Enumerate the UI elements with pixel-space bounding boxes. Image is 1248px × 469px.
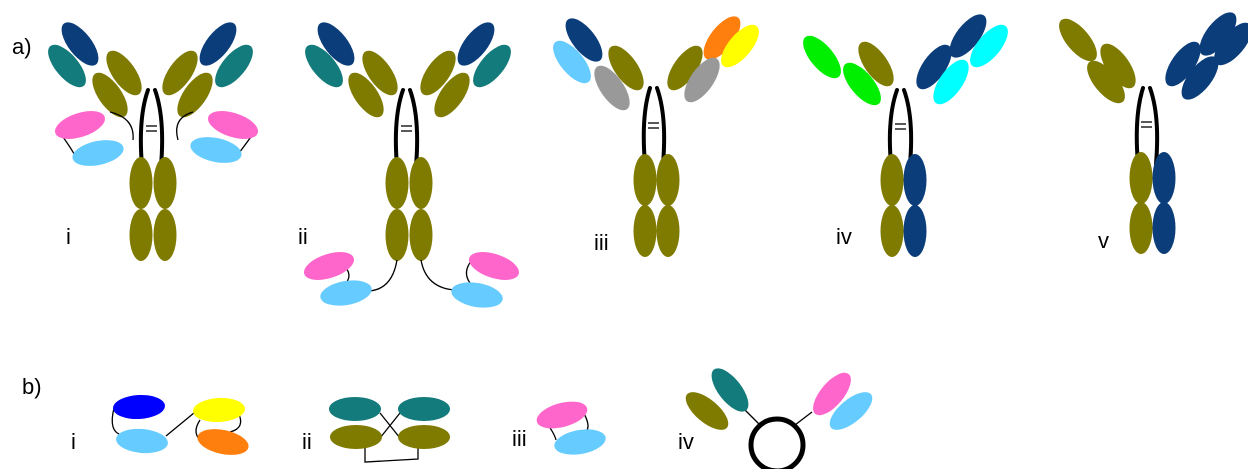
ch3-domain — [1130, 202, 1153, 254]
panel-a-label: a) — [12, 34, 32, 59]
vl-domain — [330, 425, 382, 449]
ch2-domain — [1130, 152, 1153, 204]
core-ring — [751, 419, 803, 469]
format-b-iii: iii — [512, 397, 608, 459]
vh-domain — [398, 397, 450, 421]
ch2-domain — [634, 154, 657, 206]
vl-domain — [115, 427, 169, 455]
vh-domain — [1052, 13, 1103, 68]
ch3-domain — [634, 205, 657, 257]
format-b-iv: iv — [678, 362, 878, 469]
ch2-domain — [130, 157, 153, 209]
scfv-vl-domain — [552, 426, 607, 459]
vh-domain — [192, 397, 245, 424]
scfv-vh-domain — [52, 106, 109, 145]
scfv-vl-domain — [318, 277, 373, 310]
vl-domain — [398, 425, 450, 449]
ch3-domain — [904, 205, 927, 257]
ch2-domain — [410, 157, 433, 209]
ch2-domain — [386, 157, 409, 209]
vl-domain — [796, 30, 847, 85]
scfv-linker — [177, 112, 193, 140]
hinge-left — [141, 90, 148, 166]
ch2-domain — [1153, 152, 1176, 204]
ch3-domain — [130, 209, 153, 261]
format-a-iv: iv — [796, 8, 1014, 257]
ch2-domain — [657, 154, 680, 206]
scfv-vl-domain — [70, 136, 126, 170]
format-a-iii: iii — [546, 10, 765, 257]
format-a-i: i — [41, 16, 261, 261]
fc-linker — [368, 260, 397, 291]
vh-domain — [329, 397, 381, 421]
hinge-left — [396, 90, 403, 166]
format-label: i — [66, 224, 71, 249]
ch3-domain — [386, 209, 409, 261]
scfv-vh-domain — [466, 247, 523, 286]
format-label: i — [71, 429, 76, 454]
format-label: iv — [678, 429, 694, 454]
format-label: ii — [302, 429, 312, 454]
ch3-domain — [154, 209, 177, 261]
vh-domain — [112, 394, 165, 421]
scfv-vh-domain — [301, 247, 358, 286]
format-label: v — [1098, 228, 1109, 253]
format-label: iv — [836, 224, 852, 249]
conjugate-linker — [795, 412, 812, 425]
ch2-domain — [154, 157, 177, 209]
panel-b-label: b) — [22, 374, 42, 399]
hinge-right — [155, 90, 162, 166]
ch3-domain — [410, 209, 433, 261]
ch3-domain — [1153, 202, 1176, 254]
scfv-vl-domain — [449, 279, 504, 312]
hinge-right — [410, 90, 417, 166]
format-label: iii — [512, 426, 527, 451]
hinge-right — [904, 90, 911, 164]
ch2-domain — [904, 154, 927, 206]
format-label: iii — [594, 230, 609, 255]
format-a-v: v — [1052, 6, 1248, 254]
hinge-right — [1150, 88, 1157, 164]
format-a-ii: ii — [298, 16, 522, 311]
ch3-domain — [657, 205, 680, 257]
scfv-linker — [110, 112, 133, 140]
hinge-left — [890, 90, 897, 164]
format-b-ii: ii — [302, 397, 450, 462]
vl-domain — [195, 425, 251, 459]
format-b-i: i — [71, 394, 251, 459]
ch2-domain — [881, 154, 904, 206]
ch3-domain — [881, 205, 904, 257]
fc-linker — [421, 260, 455, 290]
hinge-left — [644, 88, 650, 164]
format-label: ii — [298, 224, 308, 249]
hinge-right — [657, 88, 664, 164]
scfv-vh-domain — [534, 397, 590, 434]
